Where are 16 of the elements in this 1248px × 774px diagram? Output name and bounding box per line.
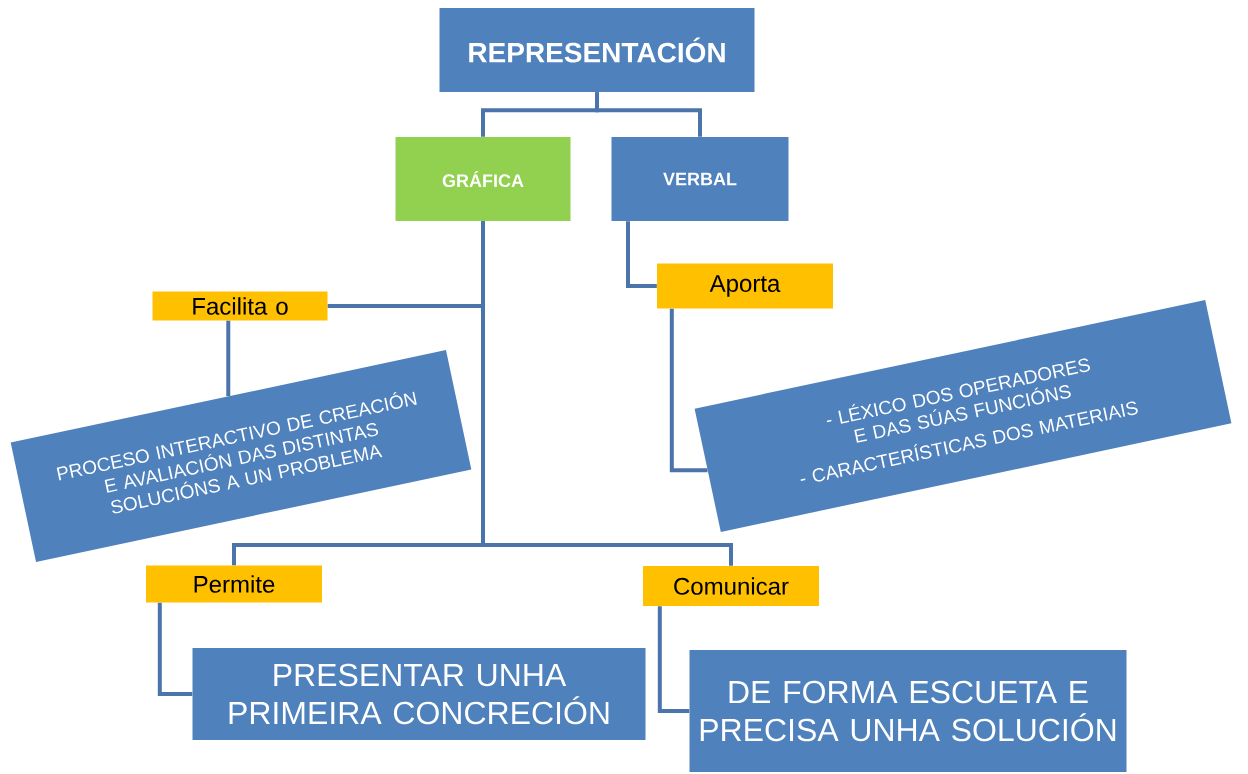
label-box: Comunicar xyxy=(643,566,819,606)
connector-line xyxy=(157,602,193,696)
connector-line xyxy=(481,221,733,566)
label-box: Aporta xyxy=(657,263,833,309)
label-box: Permite xyxy=(146,565,322,603)
concept-box: VERBAL xyxy=(611,137,789,221)
connector-line xyxy=(669,308,708,473)
concept-box: DE FORMA ESCUETA E PRECISA UNHA SOLUCIÓN xyxy=(689,650,1127,772)
concept-box: GRÁFICA xyxy=(395,137,571,221)
label-box: Facilita o xyxy=(152,291,328,321)
connector-line xyxy=(626,221,657,288)
connector-line xyxy=(595,92,702,137)
concept-box: REPRESENTACIÓN xyxy=(439,8,755,92)
connector-line xyxy=(226,320,231,397)
concept-box: PRESENTAR UNHA PRIMEIRA CONCRECIÓN xyxy=(192,648,646,740)
connector-line xyxy=(657,606,690,713)
